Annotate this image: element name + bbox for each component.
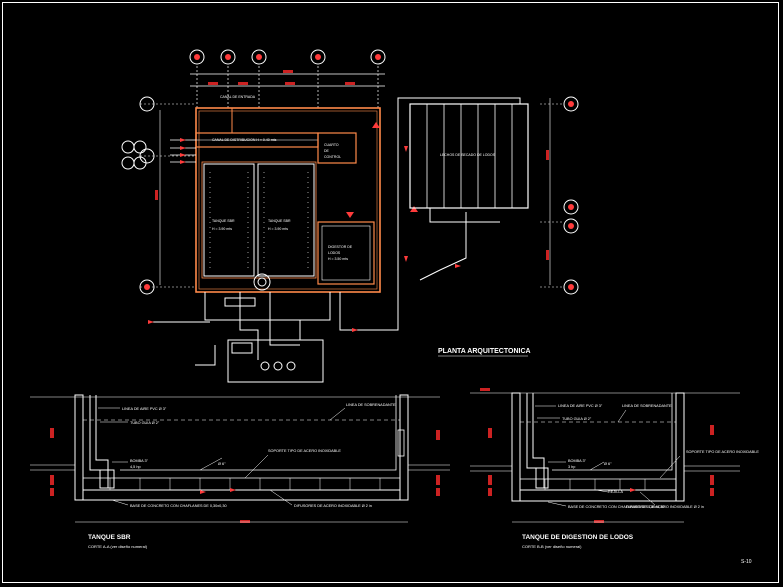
sbr-label-base: BASE DE CONCRETO CON CHAFLANES DE 0,30x0… [130, 504, 227, 508]
plan-flow-arrows [148, 122, 461, 332]
plan-piping [150, 110, 399, 383]
sbr-label-guide-tube: TUBO GUIA Ø 2" [130, 421, 160, 425]
svg-text:CONTROL: CONTROL [324, 155, 341, 159]
svg-text:LODOS: LODOS [328, 251, 341, 255]
sbr-section-title: TANQUE SBR [88, 534, 131, 541]
svg-text:CANAL DE ENTRADA: CANAL DE ENTRADA [220, 95, 256, 99]
svg-text:TANQUE SBR: TANQUE SBR [212, 219, 235, 223]
plan-title: PLANTA ARQUITECTONICA [438, 348, 531, 355]
digestion-section-subtitle: CORTE B-B (ver diseño numeral) [522, 544, 582, 549]
section-sbr: LINEA DE AIRE PVC Ø 3" TUBO GUIA Ø 2" BO… [30, 394, 450, 549]
sbr-label-power: 4,5 hp [130, 465, 141, 469]
dig-label-support: SOPORTE TIPO DE ACERO INOXIDABLE [686, 450, 759, 454]
sbr-label-pump: BOMBA 3" [130, 459, 149, 463]
dig-label-power: 3 hp [568, 465, 575, 469]
svg-text:LECHOS DE SECADO DE LODOS: LECHOS DE SECADO DE LODOS [440, 153, 496, 157]
sbr-label-level: LINEA DE SOBRENADANTE [346, 403, 396, 407]
dig-label-diffusers: DIFUSORES DE ACERO INOXIDABLE Ø 2 in [626, 505, 704, 509]
section-digestion: LINEA DE AIRE PVC Ø 3" TUBO GUIA Ø 2" BO… [470, 388, 759, 549]
sbr-section-subtitle: CORTE A-A (ver diseño numeral) [88, 544, 148, 549]
plan-dimension-ticks [208, 70, 355, 85]
sbr-label-air-line: LINEA DE AIRE PVC Ø 3" [122, 407, 167, 411]
dig-label-guide-tube: TUBO GUIA Ø 2" [562, 417, 592, 421]
tank-block: CANAL DE DISTRIBUCION H = 0.40 mts CUART… [170, 95, 381, 293]
svg-text:H = 3.50 mts: H = 3.50 mts [328, 257, 348, 261]
dig-label-drain: REJILLA [608, 490, 623, 494]
grid-bubbles-left [121, 96, 195, 295]
dig-label-diffuser-size: Ø 6" [604, 462, 612, 466]
svg-text:H = 3.90 mts: H = 3.90 mts [268, 227, 288, 231]
svg-text:TANQUE SBR: TANQUE SBR [268, 219, 291, 223]
dig-label-pump: BOMBA 3" [568, 459, 587, 463]
grid-bubbles-top [189, 49, 386, 65]
sbr-label-support: SOPORTE TIPO DE ACERO INOXIDABLE [268, 449, 341, 453]
plan-dimensions-top [190, 66, 385, 110]
dig-label-base: BASE DE CONCRETO CON CHAFLANES DE 0,30x0… [568, 505, 665, 509]
sheet-number: S-10 [741, 559, 752, 565]
dig-label-level: LINEA DE SOBRENADANTE [622, 404, 672, 408]
svg-text:H = 3.90 mts: H = 3.90 mts [212, 227, 232, 231]
sbr-label-diffuser-size: Ø 6" [218, 462, 226, 466]
drying-beds: LECHOS DE SECADO DE LODOS [144, 96, 579, 295]
svg-text:DE: DE [324, 149, 330, 153]
svg-text:DIGESTOR DE: DIGESTOR DE [328, 245, 353, 249]
svg-text:CUARTO: CUARTO [324, 143, 339, 147]
dig-label-air-line: LINEA DE AIRE PVC Ø 3" [558, 404, 603, 408]
sbr-label-diffusers: DIFUSORES DE ACERO INOXIDABLE Ø 2 in [294, 504, 372, 508]
digestion-section-title: TANQUE DE DIGESTION DE LODOS [522, 534, 634, 541]
svg-text:CANAL DE DISTRIBUCION H = 0.: CANAL DE DISTRIBUCION H = 0.40 mts [212, 138, 277, 142]
